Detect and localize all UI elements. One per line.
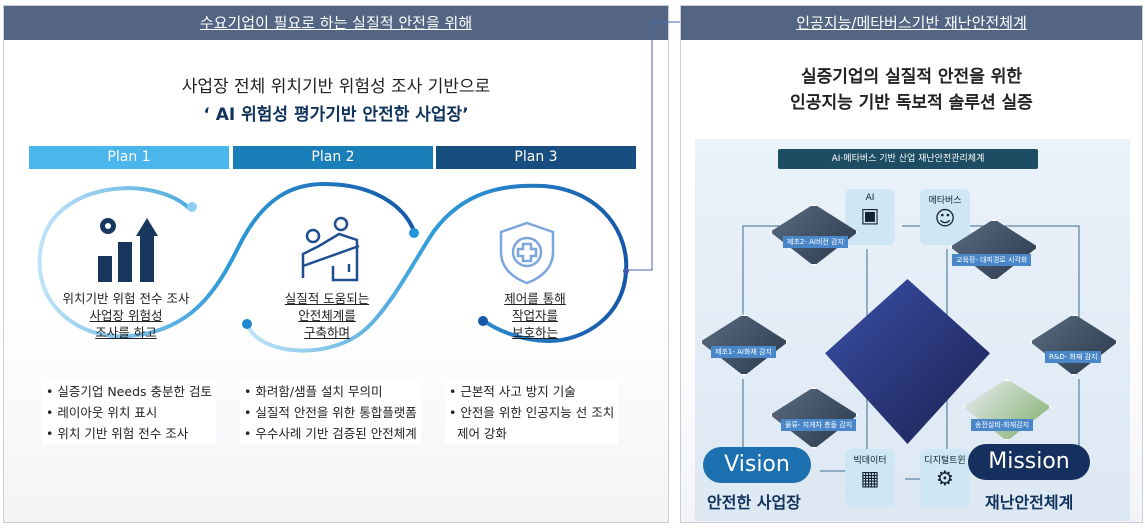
plan-2-tab: Plan 2: [233, 146, 433, 169]
left-panel: 수요기업이 필요로 하는 실질적 안전을 위해 사업장 전체 위치기반 위험성 …: [3, 5, 669, 523]
subtitle: 사업장 전체 위치기반 위험성 조사 기반으로: [181, 77, 491, 97]
node-digital-twin: 디지털트윈⚙: [920, 449, 970, 507]
plan-2-bullets: • 화려함/샘플 설치 무의미 • 실질적 안전을 위한 통합플랫폼 • 우수사…: [240, 381, 421, 444]
gears-cycle-icon: ⚙: [936, 466, 954, 490]
plan-1-tab: Plan 1: [29, 146, 229, 169]
bullet: • 레이아웃 위치 표시: [46, 405, 158, 420]
node-bigdata: 빅데이터▦: [845, 449, 895, 507]
right-panel: 인공지능/메타버스기반 재난안전체계 실증기업의 실질적 안전을 위한 인공지능…: [680, 5, 1143, 523]
plan-3-line: 보호하는: [511, 325, 558, 340]
bullet: • 위치 기반 위험 전수 조사: [46, 426, 189, 441]
scene-label: 교육장- 대피경로 시각화: [952, 254, 1032, 266]
scene-label: 제조2- AI비전 감지: [783, 236, 848, 248]
ai-chip-icon: ▣: [860, 203, 880, 227]
node-label: 메타버스: [928, 196, 962, 206]
plan-1-line: 위치기반 위험 전수 조사: [62, 291, 190, 306]
bullet: • 안전을 위한 인공지능 선 조치: [449, 405, 615, 420]
plan-2-text: 실질적 도움되는 안전체계를 구축하며: [252, 290, 402, 341]
bullet: • 근본적 사고 방지 기술: [449, 384, 576, 399]
plan-3-line: 작업자를: [511, 308, 558, 323]
bullet: • 화려함/샘플 설치 무의미: [244, 384, 383, 399]
bullet: • 실질적 안전을 위한 통합플랫폼: [244, 405, 417, 420]
left-header: 수요기업이 필요로 하는 실질적 안전을 위해: [4, 6, 668, 40]
plan-1-text: 위치기반 위험 전수 조사 사업장 위험성 조사를 하고: [51, 290, 201, 341]
helping-climb-icon: [301, 216, 360, 282]
plan-2-line: 실질적 도움되는: [284, 291, 370, 306]
bullet: 제어 강화: [456, 426, 507, 441]
system-diagram: AI·메타버스 기반 산업 재난안전관리체계 AI▣ 메타버스☺ 빅데이터▦ 디…: [695, 139, 1130, 521]
plan-3-bullets: • 근본적 사고 방지 기술 • 안전을 위한 인공지능 선 조치 제어 강화: [445, 381, 619, 444]
connector-line: [625, 21, 682, 271]
plan-1-bullets: • 실증기업 Needs 충분한 검토 • 레이아웃 위치 표시 • 위치 기반…: [42, 381, 216, 444]
chart-gear-icon: [98, 218, 158, 282]
node-label: 디지털트윈: [924, 456, 966, 466]
diagram-banner: AI·메타버스 기반 산업 재난안전관리체계: [778, 149, 1038, 169]
scene-label: 송전설비-화재감지: [971, 419, 1034, 431]
right-title-line2: 인공지능 기반 독보적 솔루션 실증: [790, 93, 1033, 113]
scene-label: 물류- 지게차 충돌 감지: [781, 419, 857, 431]
plan-2-line: 구축하며: [303, 325, 350, 340]
bullet: • 실증기업 Needs 충분한 검토: [46, 384, 212, 399]
plan-2-line: 안전체계를: [298, 308, 356, 323]
data-network-icon: ▦: [860, 466, 880, 490]
node-ai: AI▣: [845, 189, 895, 245]
node-label: 빅데이터: [853, 456, 887, 466]
mission-badge: Mission: [968, 444, 1090, 480]
node-metaverse: 메타버스☺: [920, 189, 970, 245]
mission-caption: 재난안전체계: [985, 493, 1074, 512]
plan-3-tab: Plan 3: [436, 146, 636, 169]
right-title-line1: 실증기업의 실질적 안전을 위한: [800, 67, 1023, 87]
vr-headset-icon: ☺: [934, 206, 956, 230]
right-title: 실증기업의 실질적 안전을 위한 인공지능 기반 독보적 솔루션 실증: [681, 64, 1142, 116]
shield-plus-icon: [499, 221, 555, 285]
node-label: AI: [865, 193, 875, 203]
bullet: • 우수사례 기반 검증된 안전체계: [244, 426, 417, 441]
headline: ‘ AI 위험성 평가기반 안전한 사업장’: [203, 105, 469, 125]
wave-path: [37, 181, 629, 353]
scene-label: 제조1- AI화재 감지: [711, 346, 776, 358]
right-header: 인공지능/메타버스기반 재난안전체계: [681, 6, 1142, 40]
plan-3-line: 제어를 통해: [504, 291, 566, 306]
plan-1-line: 사업장 위험성: [89, 308, 163, 323]
plan-3-text: 제어를 통해 작업자를 보호하는: [460, 290, 610, 341]
scene-label: R&D- 화재 감지: [1045, 351, 1102, 363]
plan-1-line: 조사를 하고: [95, 325, 157, 340]
vision-badge: Vision: [703, 447, 811, 483]
vision-caption: 안전한 사업장: [707, 493, 801, 512]
